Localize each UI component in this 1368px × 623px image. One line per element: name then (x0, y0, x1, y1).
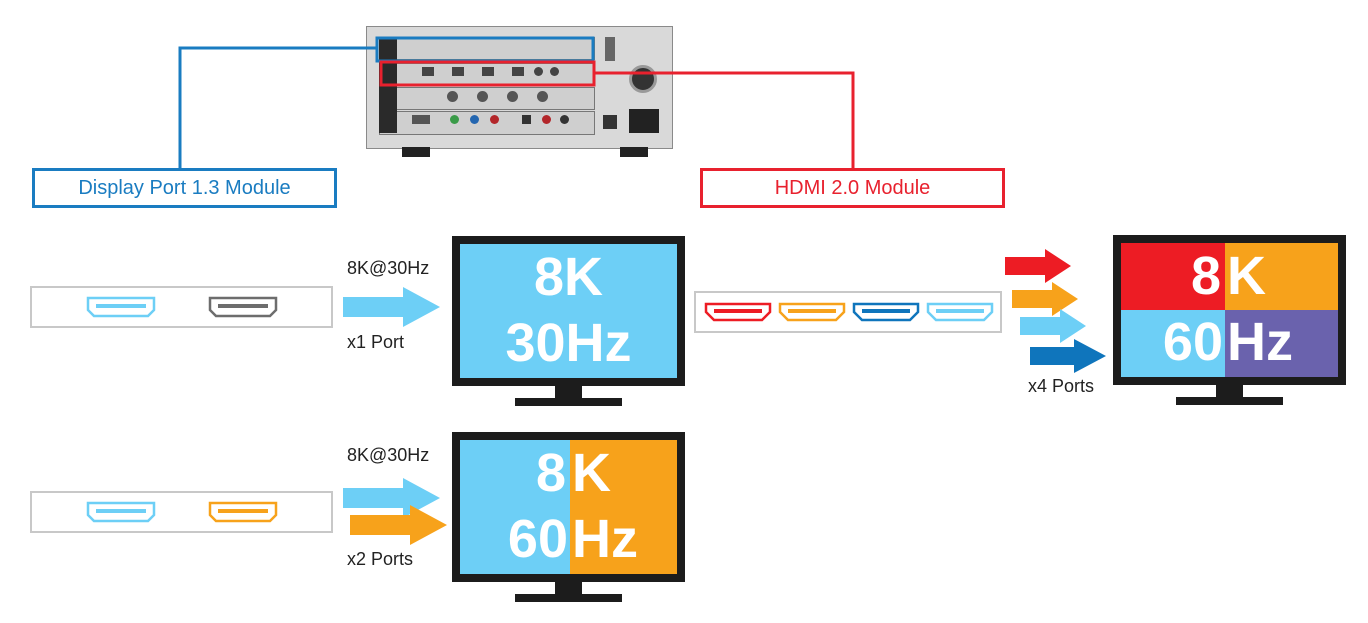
displayport-module-label: Display Port 1.3 Module (32, 168, 337, 208)
monitor-3-refresh-60: 60 (1162, 312, 1223, 372)
hdmi-connector-icon (926, 302, 994, 322)
monitor-1-resolution: 8K (533, 247, 604, 307)
displayport-connector-icon (86, 296, 156, 318)
monitor-3-stand (1216, 385, 1243, 397)
monitor-1-screen: 8K 30Hz (460, 244, 677, 378)
monitor-2-screen: 8 K 60 Hz (460, 440, 677, 574)
row2-rate-label: 8K@30Hz (347, 445, 430, 465)
displayport-connector-icon (86, 501, 156, 523)
monitor-1-base (515, 398, 622, 406)
dp-port-panel-single (30, 286, 333, 328)
hdmi-module-text: HDMI 2.0 Module (774, 176, 931, 199)
monitor-2-left-half (460, 440, 570, 574)
device-foot (620, 147, 648, 157)
monitor-3-quadrant-red (1121, 243, 1225, 310)
signal-generator-device (366, 26, 673, 149)
row2-ports-label: x2 Ports (347, 549, 414, 569)
monitor-3-quadrant-lightblue (1121, 310, 1225, 377)
dp-port-panel-dual (30, 491, 333, 533)
monitor-2-refresh-hz: Hz (572, 509, 638, 569)
hdmi-connector-icon (852, 302, 920, 322)
monitor-3-screen: 8 K 60 Hz (1121, 243, 1338, 377)
monitor-2-stand (555, 582, 582, 594)
arrow-right-icon (343, 287, 440, 327)
device-foot (402, 147, 430, 157)
monitor-3-base (1176, 397, 1283, 405)
hdmi-module-label: HDMI 2.0 Module (700, 168, 1005, 208)
arrow-right-icon (1012, 282, 1078, 316)
displayport-module-text: Display Port 1.3 Module (78, 176, 291, 199)
arrow-right-icon (1030, 339, 1106, 373)
monitor-2-resolution-8: 8 (535, 443, 566, 503)
arrow-right-icon (1020, 309, 1086, 343)
monitor-3-refresh-hz: Hz (1227, 312, 1293, 372)
hdmi-connector-icon (704, 302, 772, 322)
monitor-3-quadrant-purple (1225, 310, 1338, 377)
monitor-3-quadrant-orange (1225, 243, 1338, 310)
row1-ports-label: x1 Port (347, 332, 405, 352)
hdmi-connector-icon (778, 302, 846, 322)
arrow-right-icon (343, 478, 440, 518)
monitor-3-resolution-8: 8 (1190, 246, 1221, 306)
device-connectors (412, 115, 582, 127)
vga-port-icon (605, 37, 615, 61)
monitor-2-right-half (570, 440, 677, 574)
monitor-1-refresh: 30Hz (505, 313, 632, 373)
displayport-connector-icon (208, 296, 278, 318)
monitor-2-base (515, 594, 622, 602)
power-socket-icon (629, 109, 659, 133)
monitor-3-resolution-k: K (1227, 246, 1266, 306)
row1-rate-label: 8K@30Hz (347, 258, 430, 278)
hdmi-ports-label: x4 Ports (1028, 376, 1095, 396)
monitor-1-stand (555, 386, 582, 398)
monitor-2-refresh-60: 60 (507, 509, 568, 569)
displayport-connector-icon (208, 501, 278, 523)
device-connectors (447, 91, 587, 103)
monitor-2-resolution-k: K (572, 443, 611, 503)
network-port-icon (603, 115, 617, 129)
fan-icon (629, 65, 657, 93)
device-connectors (422, 67, 572, 77)
arrow-right-icon (1005, 249, 1071, 283)
arrow-right-icon (350, 505, 447, 545)
